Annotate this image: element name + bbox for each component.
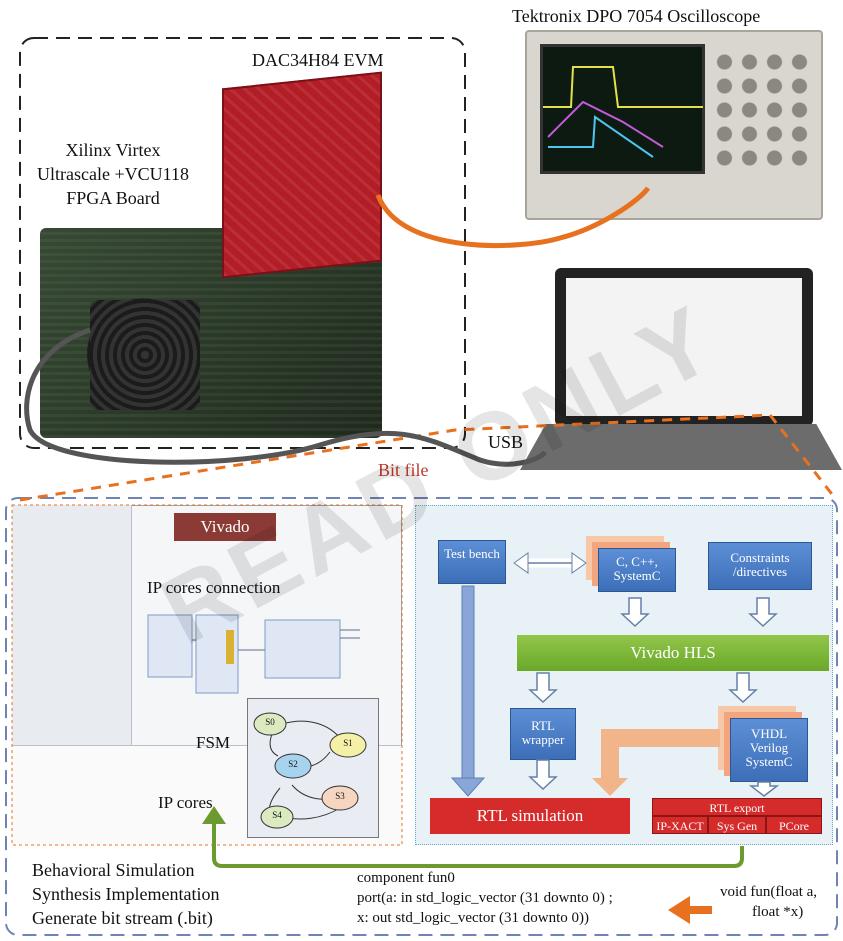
fpga-label-line1: Xilinx Virtex [65,140,161,160]
laptop-screen [566,278,802,416]
fpga-label-line3: FPGA Board [22,188,204,209]
vivado-title-tag: Vivado [174,513,276,541]
rtl-export-header: RTL export [652,798,822,816]
steps-line2: Synthesis Implementation [32,884,220,904]
oscilloscope-screen [540,44,705,174]
fsm-state-s3: S3 [335,791,345,801]
code-line2: port(a: in std_logic_vector (31 downto 0… [357,890,613,906]
cfunc-line2: float *x) [752,904,804,920]
testbench-box: Test bench [438,540,506,584]
fsm-label: FSM [196,733,231,752]
fpga-fan-heatsink [90,300,200,410]
export-ip-xact: IP-XACT [652,816,708,834]
fsm-state-s0: S0 [265,717,275,727]
fpga-label-line2: Ultrascale +VCU118 [22,164,204,185]
dac-evm-label: DAC34H84 EVM [252,50,384,70]
export-sys-gen: Sys Gen [708,816,766,834]
fsm-state-s4: S4 [272,810,282,820]
constraints-box: Constraints /directives [708,542,812,590]
steps-line3: Generate bit stream (.bit) [32,908,213,928]
cfunc-line1: void fun(float a, [720,884,818,900]
ip-cores-connection-label: IP cores connection [147,578,281,597]
steps-line1: Behavioral Simulation [32,860,195,880]
c-language-box: C, C++, SystemC [598,548,676,592]
code-line1: component fun0 [357,870,455,886]
rtl-wrapper-box: RTL wrapper [510,708,576,760]
vhdl-verilog-box: VHDL Verilog SystemC [730,718,808,782]
rtl-simulation-box: RTL simulation [430,798,630,834]
fsm-state-s2: S2 [288,759,298,769]
usb-label: USB [488,432,524,452]
vivado-hls-bar: Vivado HLS [517,635,829,671]
code-line3: x: out std_logic_vector (31 downto 0)) [357,910,590,926]
oscilloscope-knobs [712,50,812,170]
oscilloscope-label: Tektronix DPO 7054 Oscilloscope [512,6,761,26]
ip-cores-label: IP cores [158,793,213,812]
fsm-state-s1: S1 [343,738,353,748]
export-pcore: PCore [766,816,822,834]
laptop-keyboard-base [520,424,842,470]
bitfile-label: Bit file [378,460,429,480]
